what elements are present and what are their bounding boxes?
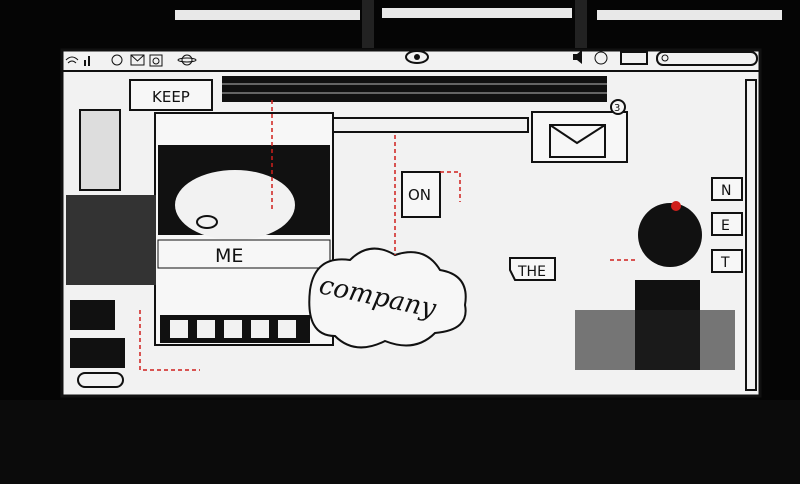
- camera-icon: [149, 54, 163, 67]
- notification-badge: [610, 99, 626, 115]
- mail-icon: [130, 54, 145, 66]
- grid-strip: [222, 76, 607, 102]
- tab-t: T: [720, 255, 730, 271]
- on-text: ON: [408, 186, 431, 204]
- envelope-icon: [549, 124, 606, 158]
- film-strip: [160, 315, 310, 343]
- left-figure: [66, 109, 156, 388]
- eye-icon: [405, 50, 429, 64]
- ceiling-lights: [175, 0, 782, 48]
- me-text: ME: [215, 245, 243, 267]
- battery-icon: [620, 51, 648, 65]
- red-connectors: [139, 100, 635, 371]
- the-tag: [509, 257, 556, 281]
- tab-n: N: [721, 183, 731, 199]
- tab-e: E: [721, 218, 730, 234]
- wifi-icon: [65, 56, 79, 64]
- company-cloud: [308, 247, 467, 349]
- on-card: [401, 171, 441, 218]
- brick-shadow: [575, 310, 735, 370]
- search-icon: [656, 51, 758, 66]
- speaker-icon: [573, 50, 582, 64]
- notification-count: 3: [614, 103, 620, 114]
- keep-bubble: [129, 79, 213, 111]
- the-text: THE: [517, 264, 546, 280]
- planet-icon: [181, 54, 193, 66]
- keep-text: KEEP: [152, 88, 190, 106]
- map-pin-icon: [671, 201, 681, 211]
- mail-window: [531, 111, 628, 163]
- side-tabs: N E T: [711, 177, 743, 273]
- clock-icon: [594, 51, 608, 65]
- top-bar: [62, 50, 760, 72]
- signal-icon: [84, 60, 86, 66]
- ruler: [332, 117, 529, 133]
- ground: [0, 400, 800, 484]
- scrollbar: [745, 79, 757, 391]
- speech-bubble-icon: [111, 54, 123, 66]
